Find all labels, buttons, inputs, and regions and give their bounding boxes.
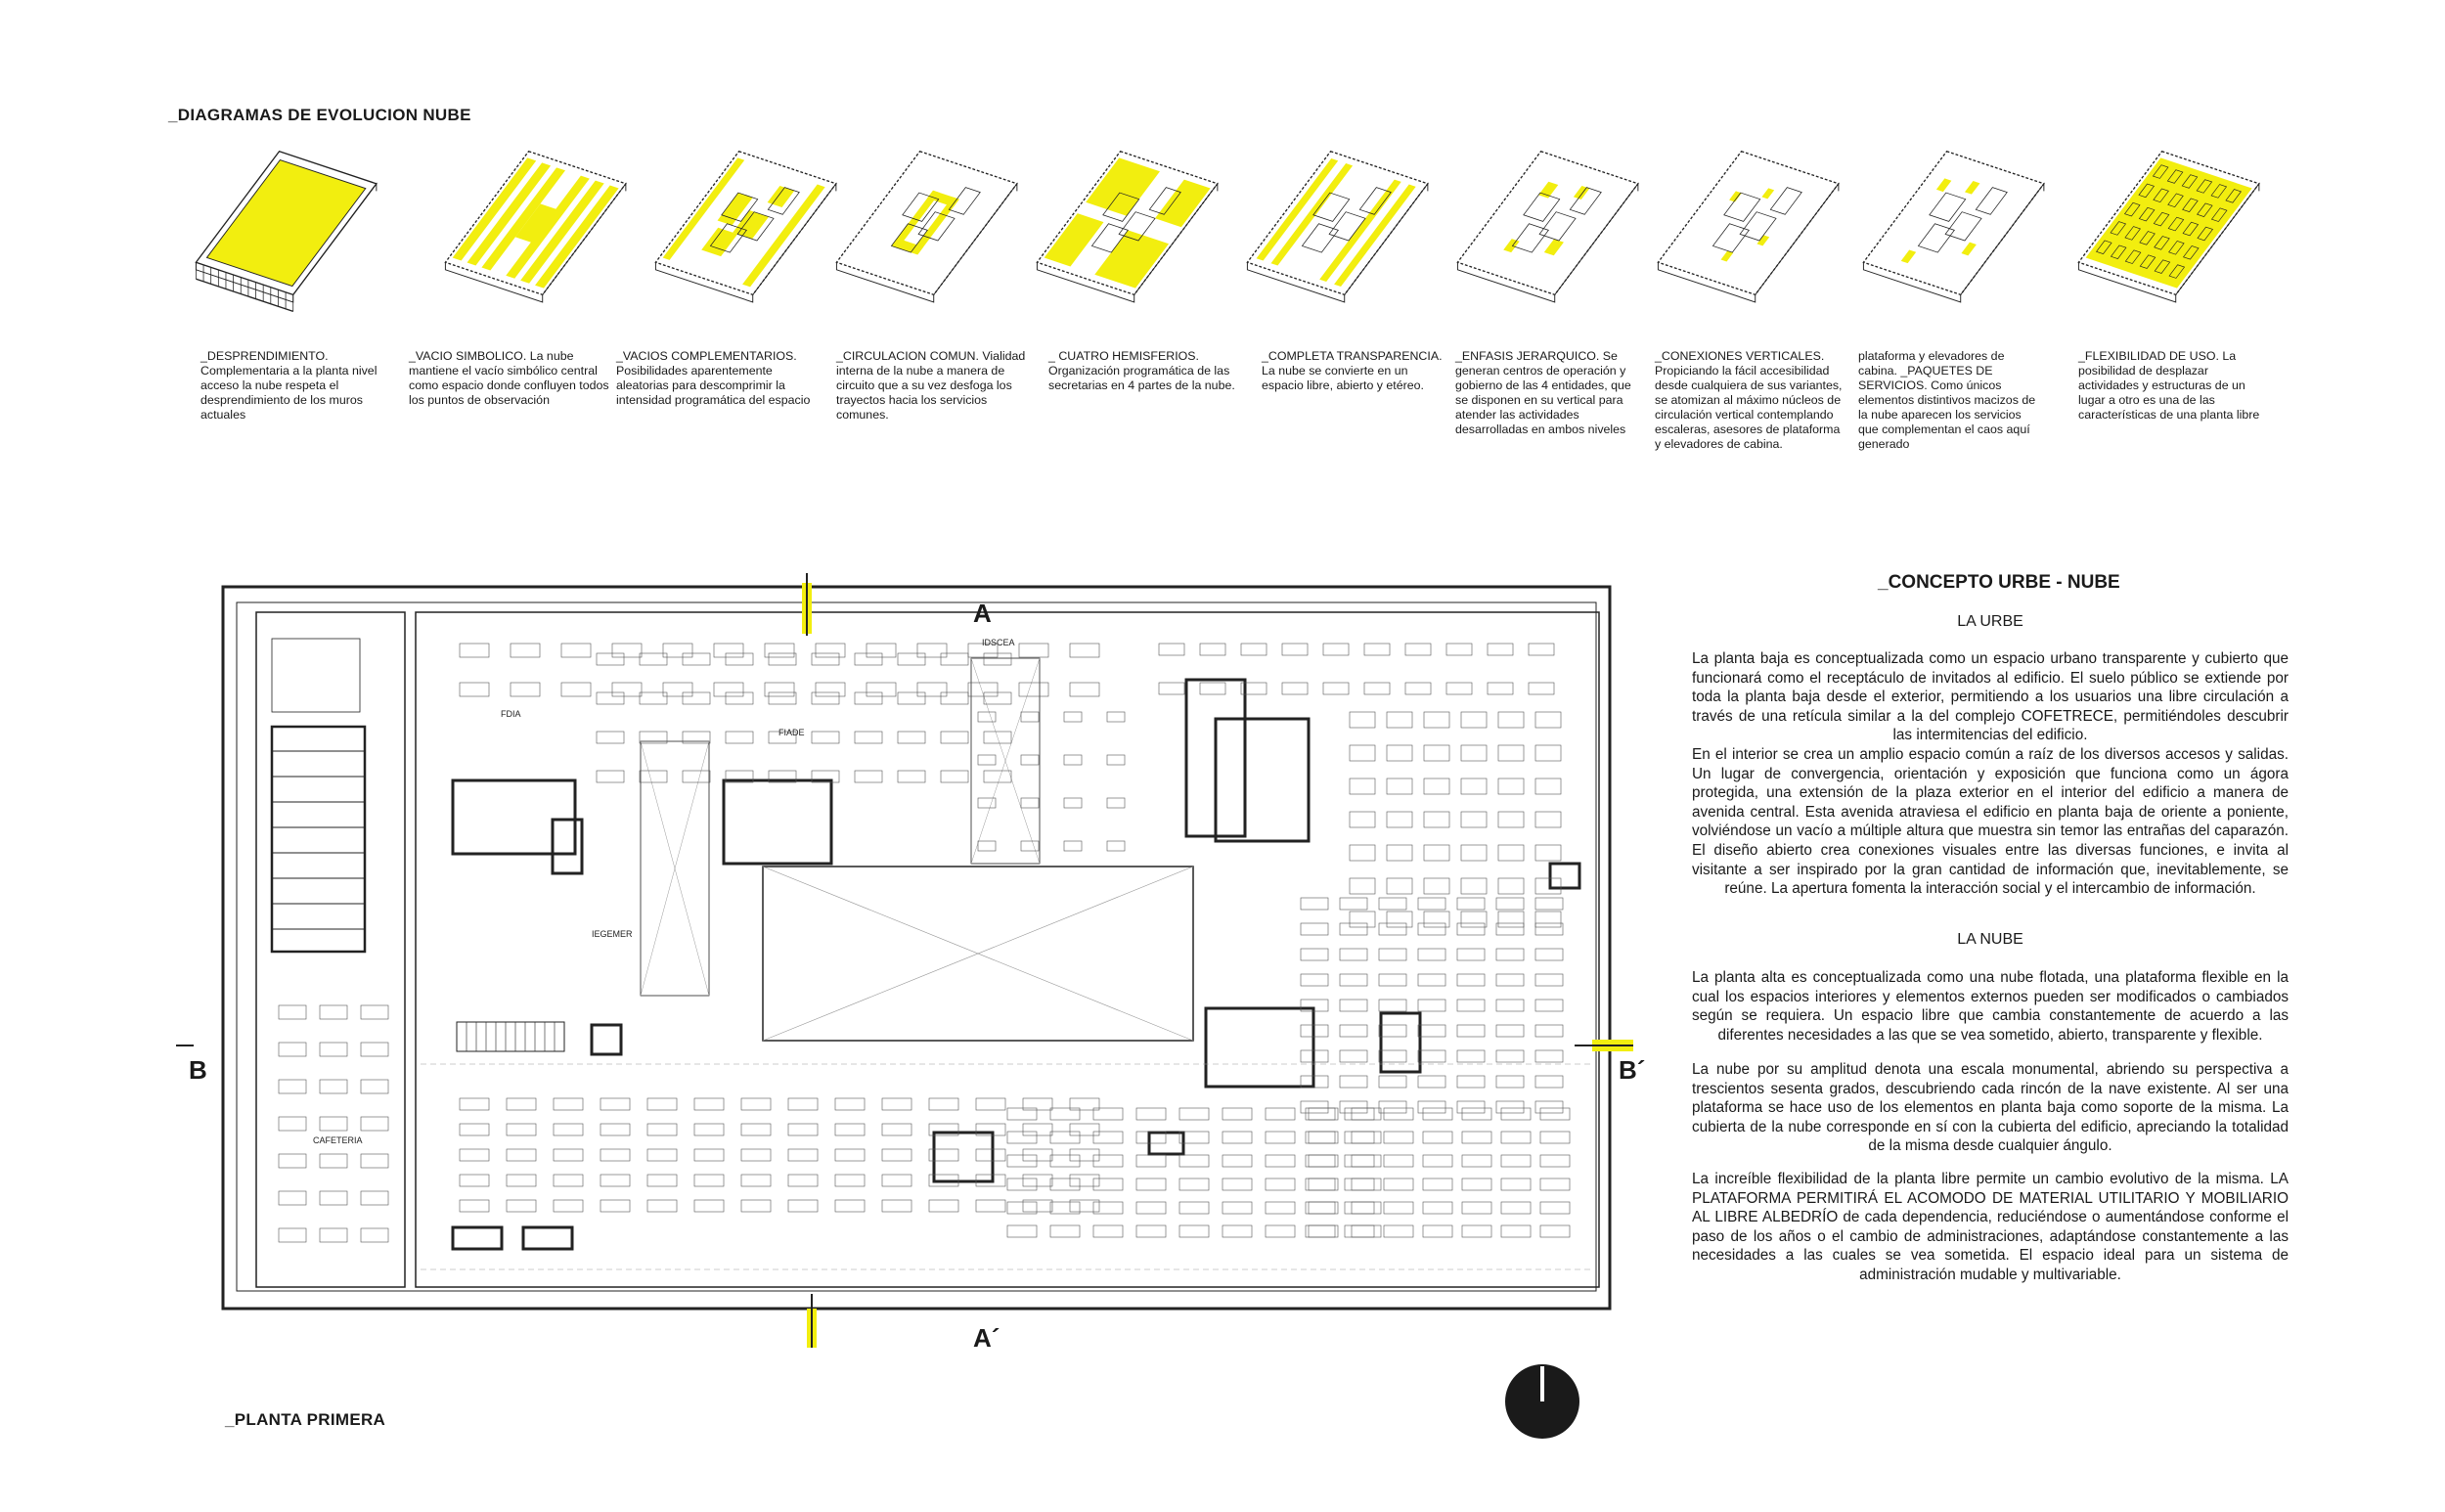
diagram-vacio-simbolico	[440, 147, 636, 318]
central-void	[762, 866, 1194, 1042]
nube-paragraph-1: La planta alta es conceptualizada como u…	[1692, 969, 2289, 1044]
diagram-paquetes-servicios	[1858, 147, 2054, 318]
caption-enfasis-jerarquico: _ENFASIS JERARQUICO. Se generan centros …	[1455, 349, 1631, 436]
urbe-paragraph-1: La planta baja es conceptualizada como u…	[1692, 650, 2289, 744]
urbe-heading: LA URBE	[1957, 613, 2023, 630]
diagram-vacios-complementarios	[650, 147, 846, 318]
diagram-cuatro-hemisferios	[1032, 147, 1227, 318]
caption-vacios-complementarios: _VACIOS COMPLEMENTARIOS. Posibilidades a…	[616, 349, 811, 407]
diagram-circulacion-comun	[831, 147, 1027, 318]
caption-flexibilidad-uso: _FLEXIBILIDAD DE USO. La posibilidad de …	[2078, 349, 2260, 422]
concept-title: _CONCEPTO URBE - NUBE	[1878, 572, 2120, 593]
section-label-a-prime: A´	[973, 1323, 1000, 1353]
outer-wall	[221, 585, 1612, 1311]
caption-circulacion-comun: _CIRCULACION COMUN. Vialidad interna de …	[836, 349, 1026, 422]
caption-conexiones-verticales: _CONEXIONES VERTICALES. Propiciando la f…	[1655, 349, 1843, 451]
diagram-completa-transparencia	[1242, 147, 1438, 318]
room-label-fdia: FDIA	[501, 709, 521, 719]
caption-desprendimiento: _DESPRENDIMIENTO. Complementaria a la pl…	[200, 349, 378, 422]
diagrams-title: _DIAGRAMAS DE EVOLUCION NUBE	[168, 106, 471, 124]
diagram-enfasis-jerarquico	[1452, 147, 1648, 318]
nube-paragraph-3: La increíble flexibilidad de la planta l…	[1692, 1171, 2289, 1283]
caption-completa-transparencia: _COMPLETA TRANSPARENCIA. La nube se conv…	[1262, 349, 1443, 392]
diagram-flexibilidad-uso	[2073, 147, 2269, 318]
diagram-conexiones-verticales	[1653, 147, 1848, 318]
section-label-b: B	[189, 1055, 207, 1085]
caption-paquetes-servicios: plataforma y elevadores de cabina. _PAQU…	[1858, 349, 2036, 451]
floor-plan: FDIA FIADE IDSCEA IEGEMER CAFETERIA	[176, 573, 1633, 1348]
urbe-paragraph-2: En el interior se crea un amplio espacio…	[1692, 746, 2289, 898]
section-label-b-prime: B´	[1619, 1055, 1646, 1085]
room-label-idscea: IDSCEA	[982, 638, 1015, 647]
caption-vacio-simbolico: _VACIO SIMBOLICO. La nube mantiene el va…	[409, 349, 609, 407]
restroom-block	[270, 725, 367, 954]
nube-paragraph-2: La nube por su amplitud denota una escal…	[1692, 1061, 2289, 1155]
north-arrow-icon	[1505, 1364, 1579, 1439]
nube-heading: LA NUBE	[1957, 931, 2023, 948]
diagram-desprendimiento	[191, 147, 386, 318]
plan-title: _PLANTA PRIMERA	[225, 1410, 386, 1429]
section-label-a: A	[973, 599, 992, 628]
room-label-iegemer: IEGEMER	[592, 929, 633, 939]
caption-cuatro-hemisferios: _ CUATRO HEMISFERIOS. Organización progr…	[1048, 349, 1235, 392]
main-floor	[415, 611, 1600, 1288]
left-wing	[255, 611, 406, 1288]
room-label-fiade: FIADE	[778, 728, 805, 737]
room-label-cafeteria: CAFETERIA	[313, 1135, 363, 1145]
